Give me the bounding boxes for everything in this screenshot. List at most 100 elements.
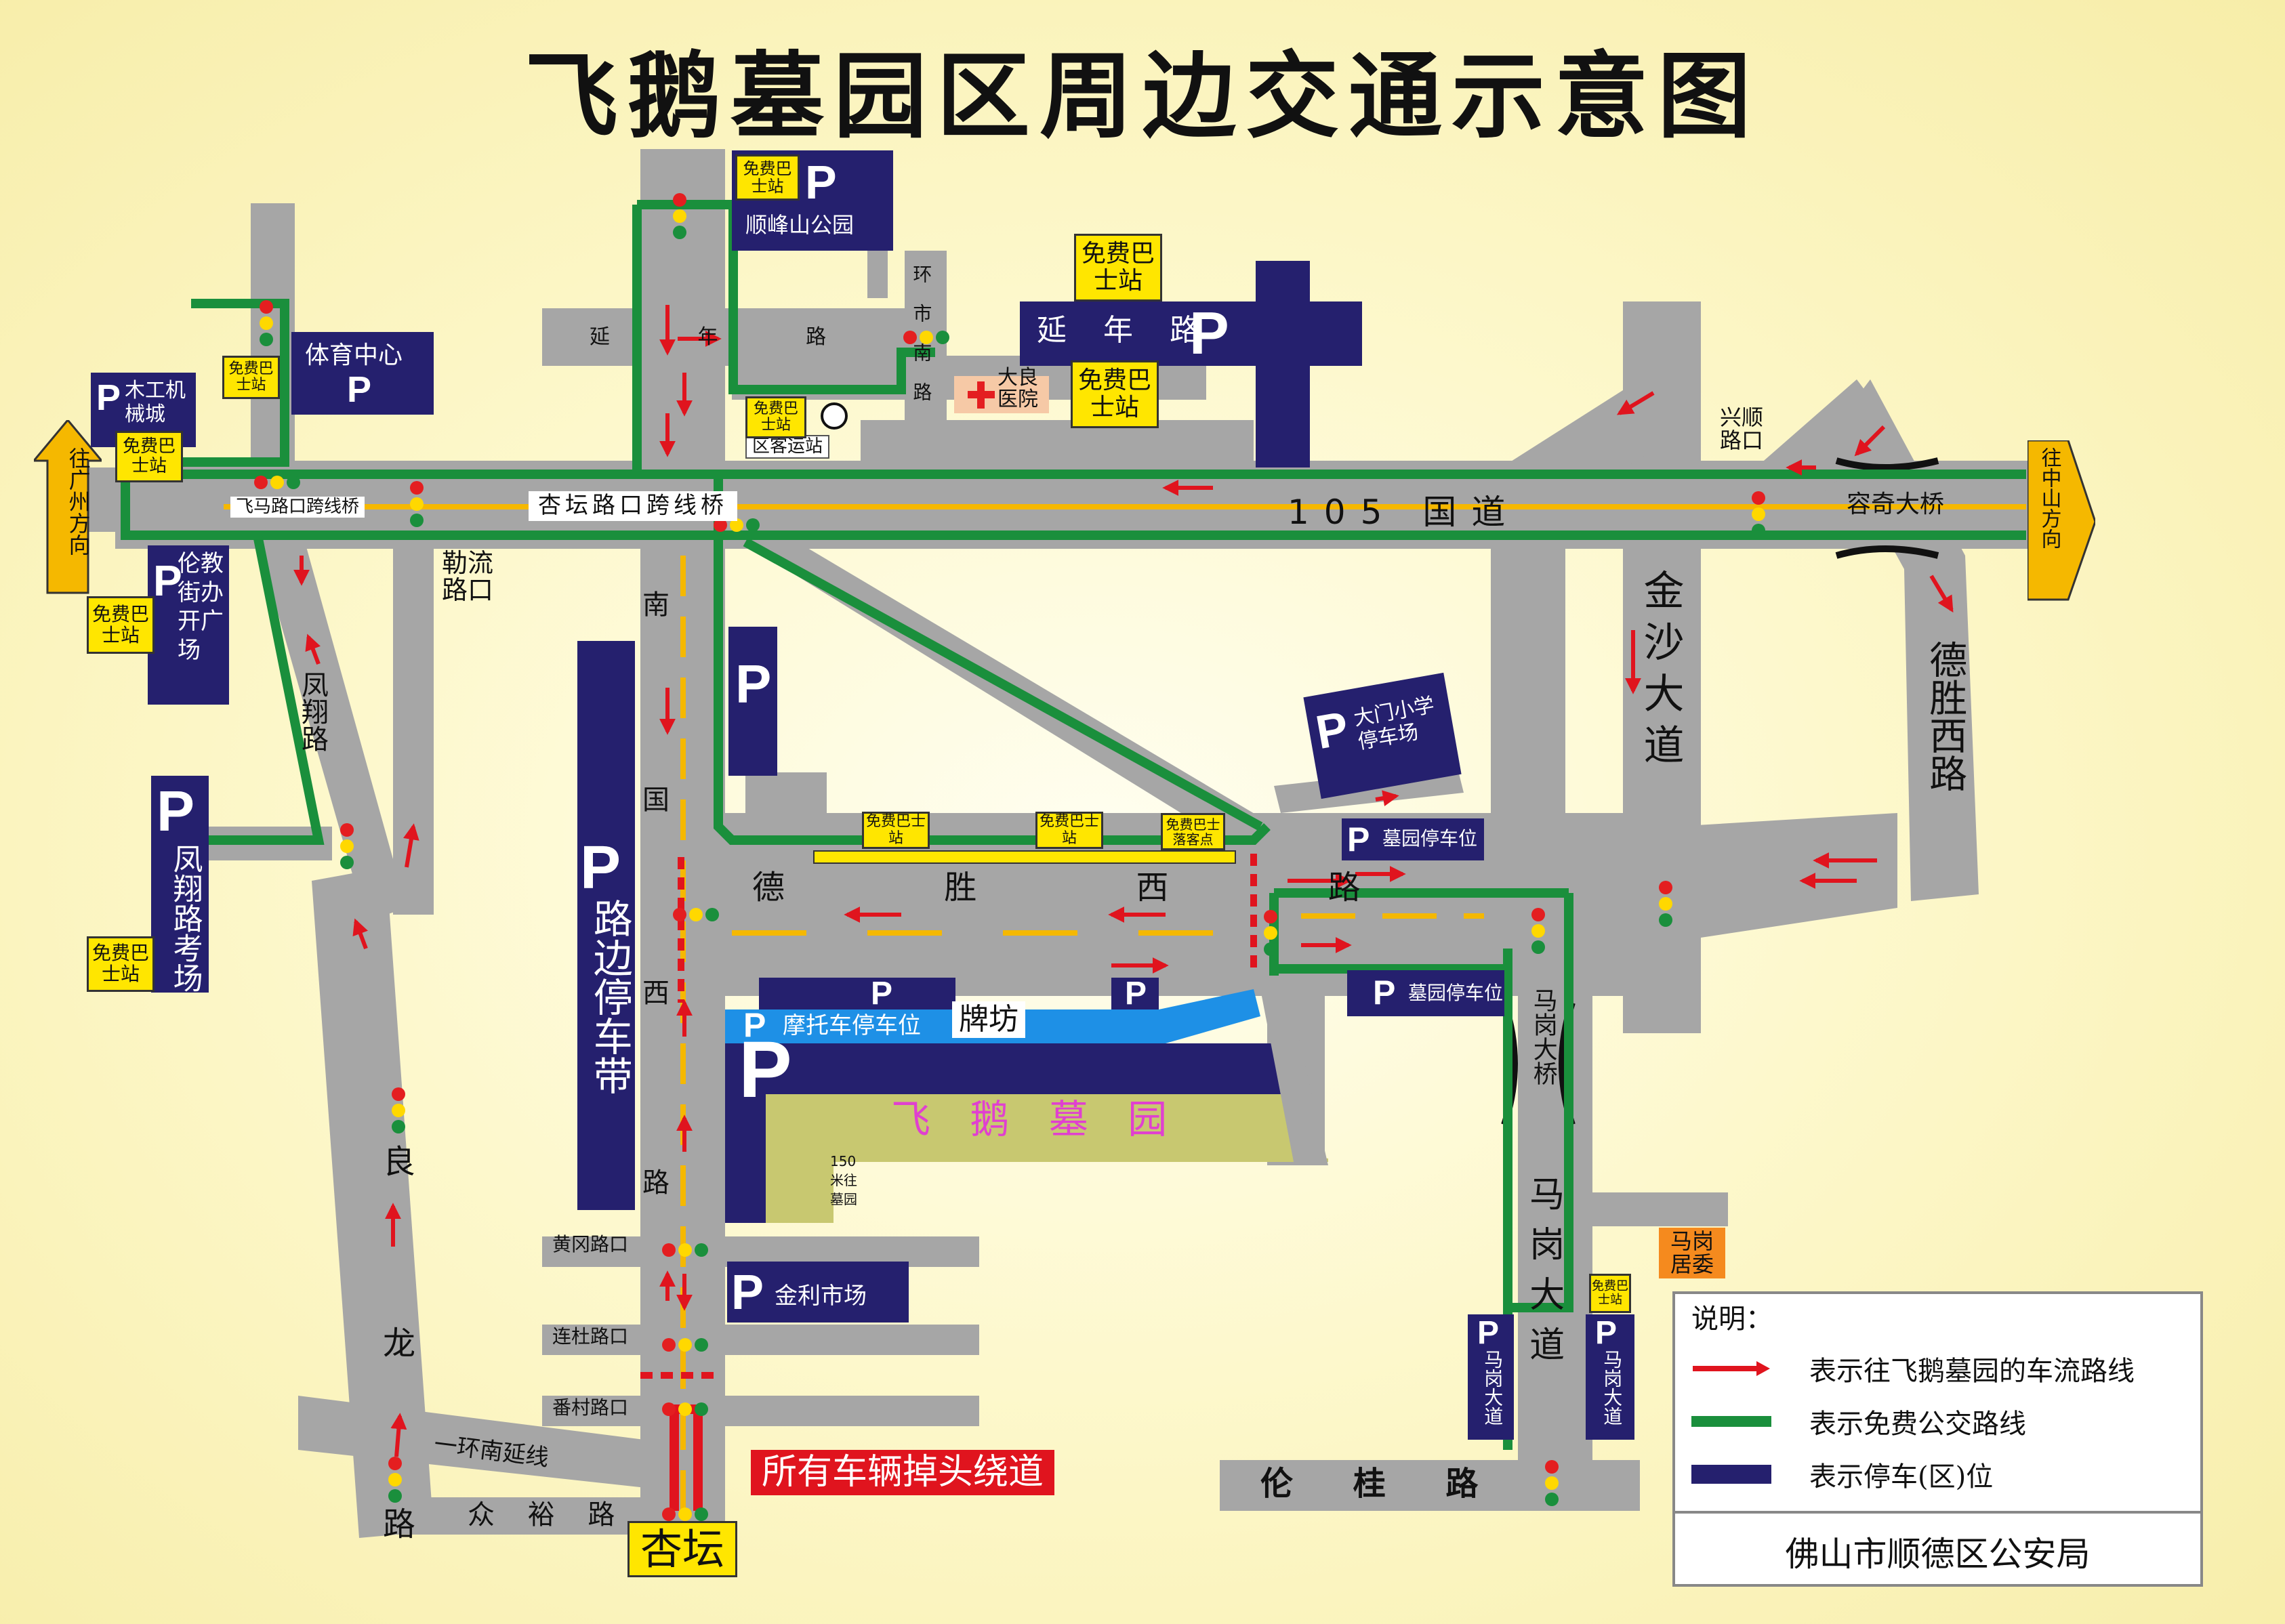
- road-label-xingshun: 兴顺路口: [1720, 404, 1764, 453]
- parking-feie-north: [759, 978, 955, 1015]
- bus-station-icon: [821, 402, 848, 430]
- feie-cemetery-area: [766, 1094, 1328, 1223]
- legend-label-parking: 表示停车(区)位: [1809, 1461, 1994, 1493]
- road-label-huanggang: 黄冈路口: [552, 1233, 629, 1255]
- detour-label: 所有车辆掉头绕道: [751, 1450, 1055, 1495]
- road-label-nanguo-2: 国: [642, 785, 670, 816]
- parking-magang-right: P 马岗大道: [1586, 1314, 1634, 1440]
- parking-roadside-label: P 路边停车带: [580, 834, 633, 1095]
- parking-feie-small: [1111, 978, 1159, 1012]
- road-label-lungui: 伦 桂 路: [1260, 1465, 1503, 1503]
- bus-stop-magang: 免费巴士站: [1589, 1274, 1631, 1313]
- bus-station-label: 区客运站: [745, 435, 830, 459]
- traffic-flow-arrows: [293, 305, 1954, 1457]
- bus-stop-station: 免费巴士站: [745, 396, 806, 438]
- paifang-label: 牌坊: [952, 1001, 1025, 1039]
- parking-symbol-moto: P: [743, 1006, 766, 1044]
- map-title: 飞鹅墓园区周边交通示意图: [524, 41, 1761, 151]
- legend-heading: 说明：: [1691, 1304, 1773, 1335]
- bus-stop-desheng-bar: [813, 850, 1236, 864]
- hospital-icon: [954, 376, 1049, 413]
- parking-symbol-yannian: P: [1189, 299, 1229, 367]
- road-label-nanguo-3: 西: [642, 978, 670, 1009]
- road-leliu: [393, 535, 434, 915]
- legend-swatch-bus: [1691, 1416, 1771, 1427]
- road-label-nanguo-4: 路: [642, 1167, 670, 1199]
- direction-guangzhou-arrow: [34, 420, 102, 594]
- legend-swatch-parking: [1691, 1465, 1771, 1484]
- legend-item-flow: 表示往飞鹅墓园的车流路线: [1691, 1348, 2135, 1389]
- parking-education-plaza: P 伦教街办开广场: [148, 545, 229, 705]
- parking-cemetery-2: P 墓园停车位: [1347, 970, 1504, 1016]
- legend-item-bus: 表示免费公交路线: [1691, 1401, 2026, 1442]
- parking-north-desheng: [728, 627, 777, 776]
- moto-parking-label: 摩托车停车位: [783, 1012, 921, 1039]
- road-label-rongqi-bridge: 容奇大桥: [1847, 491, 1945, 518]
- legend-label-flow: 表示往飞鹅墓园的车流路线: [1809, 1356, 2135, 1387]
- legend-label-bus: 表示免费公交路线: [1809, 1409, 2026, 1440]
- feie-cemetery-label: 飞 鹅 墓 园: [891, 1096, 1181, 1142]
- road-label-magang-avenue: 马岗大道: [1523, 1175, 1564, 1376]
- road-label-lianglong-1: 良: [383, 1143, 416, 1181]
- center-lines: [224, 504, 2026, 1531]
- magang-committee-label: 马岗居委: [1659, 1228, 1725, 1279]
- bus-stop-sports: 免费巴士站: [222, 356, 280, 399]
- legend-item-parking: 表示停车(区)位: [1691, 1454, 1993, 1495]
- xingtan-label: 杏坛: [627, 1521, 738, 1578]
- direction-zhongshan-label: 往中山方向: [2037, 447, 2061, 549]
- road-desheng-xi-right: [1830, 379, 1979, 901]
- legend-panel: 说明： 表示往飞鹅墓园的车流路线 表示免费公交路线 表示停车(区)位 佛山市顺德…: [1672, 1291, 2203, 1587]
- legend-swatch-flow: [1693, 1361, 1770, 1376]
- road-huanshi-nan: [905, 251, 947, 467]
- direction-zhongshan-arrow: [2027, 440, 2095, 601]
- road-label-magang-bridge: 马岗大桥: [1529, 988, 1557, 1085]
- road-label-fengxiang: 凤翔路: [297, 671, 328, 752]
- bus-stop-desheng-1: 免费巴士站: [862, 812, 930, 849]
- free-bus-routes: [121, 200, 2026, 1450]
- shunfeng-park-label: 顺峰山公园: [745, 212, 855, 238]
- parking-roadside-strip: [577, 641, 635, 1210]
- road-label-lianzhu: 连杜路口: [552, 1325, 629, 1348]
- road-label-yannian-left: 延 年 路: [590, 325, 867, 349]
- parking-cemetery-1: P 墓园停车位: [1342, 818, 1484, 860]
- parking-fengxiang-exam: P 凤翔路考场: [151, 776, 209, 993]
- road-label-desheng-xi-right: 德胜西路: [1922, 640, 1967, 792]
- road-label-zhongyu: 众 裕 路: [468, 1499, 627, 1531]
- bus-stop-education: 免费巴士站: [87, 596, 155, 654]
- direction-guangzhou-label: 往广州方向: [65, 447, 91, 556]
- road-magang: [1518, 881, 1592, 1463]
- parking-shunfeng-park: P 顺峰山公园: [732, 150, 893, 251]
- road-label-feima-bridge: 飞马路口跨线桥: [230, 497, 365, 518]
- parking-jinli-market: P 金利市场: [727, 1262, 909, 1323]
- road-label-nanguo-1: 南: [642, 589, 670, 621]
- road-label-lianglong-3: 路: [383, 1505, 416, 1543]
- bus-stop-yannian-bottom: 免费巴士站: [1071, 360, 1159, 428]
- road-lungui: [1220, 1460, 1640, 1511]
- traffic-lights: [254, 193, 1765, 1521]
- parking-symbol-feie-north: P: [871, 976, 893, 1012]
- road-lianglong: [312, 867, 434, 1538]
- road-label-huanshi-nan: 环市南路: [910, 264, 933, 421]
- bus-stop-yannian-top: 免费巴士站: [1074, 234, 1162, 301]
- bus-stop-desheng-drop: 免费巴士落客点: [1161, 813, 1225, 850]
- road-label-fancun: 番村路口: [552, 1396, 629, 1419]
- dashed-stop-lines: [640, 854, 1257, 1379]
- road-label-yannian-right: 延 年 路: [1037, 313, 1213, 348]
- road-label-105: 105 国道: [1288, 493, 1521, 532]
- bus-stop-fengxiang: 免费巴士站: [87, 936, 155, 992]
- bus-stop-desheng-2: 免费巴士站: [1035, 812, 1103, 849]
- road-label-lianglong-2: 龙: [383, 1325, 416, 1362]
- road-label-meter-note: 150米往墓园: [830, 1153, 857, 1207]
- road-fengxiang: [258, 542, 407, 921]
- parking-symbol-feie-main: P: [739, 1025, 792, 1115]
- hospital-label: 大良医院: [997, 366, 1038, 411]
- road-label-desheng-xi: 德 胜 西 路: [752, 869, 1435, 907]
- parking-feie-main: [725, 1043, 1294, 1094]
- parking-symbol-north-desheng: P: [735, 654, 772, 714]
- road-label-xingtan-bridge: 杏坛路口跨线桥: [529, 491, 737, 521]
- road-label-jinsha: 金沙大道: [1636, 569, 1684, 775]
- bus-stop-muggong: 免费巴士站: [115, 431, 183, 482]
- legend-footer: 佛山市顺德区公安局: [1675, 1511, 2200, 1589]
- parking-symbol-feie-small: P: [1125, 976, 1147, 1012]
